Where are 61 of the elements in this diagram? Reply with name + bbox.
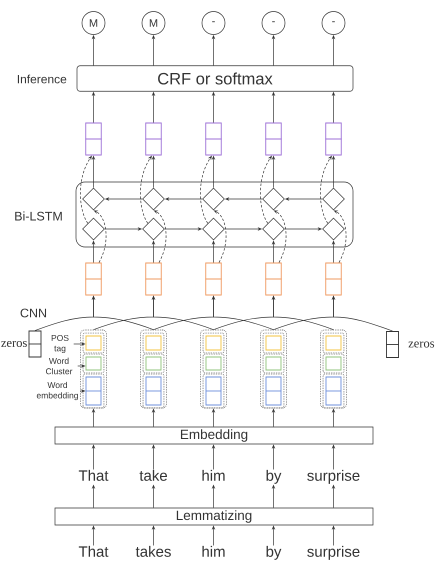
feature-box [82, 374, 104, 408]
word-label: surprise [307, 470, 360, 484]
vector-box [84, 122, 102, 156]
feature-label: Word embedding [36, 382, 78, 400]
box-label: zeros [1, 341, 27, 347]
diamond-node [142, 188, 165, 210]
diamond-node [202, 218, 225, 240]
feature-box [202, 354, 224, 374]
word-label: him [202, 470, 225, 481]
dotted-group-box [260, 330, 287, 408]
word-label: by [266, 546, 282, 560]
word-label: take [140, 470, 167, 481]
feature-box [142, 354, 164, 374]
diamond-node [262, 188, 285, 210]
vector-box [204, 262, 222, 296]
vector-box [204, 122, 222, 156]
feature-box [142, 332, 164, 354]
word-label: That [78, 470, 108, 481]
layer-label: Bi-LSTM [15, 211, 62, 221]
vector-box [84, 262, 102, 296]
feature-box [322, 374, 344, 408]
layer-box: Embedding [54, 426, 374, 444]
layer-label: CNN [20, 308, 46, 318]
feature-label: Word Cluster [46, 358, 72, 374]
layer-box: CRF or softmax [76, 65, 354, 92]
diamond-node [322, 218, 345, 240]
vector-box [144, 262, 162, 296]
dotted-group-box [140, 330, 167, 408]
diamond-node [322, 188, 345, 210]
vector-box [324, 122, 342, 156]
dotted-group-box [80, 330, 107, 408]
word-label: by [266, 470, 282, 484]
word-label: him [202, 546, 225, 557]
feature-box [262, 354, 284, 374]
diamond-node [82, 188, 105, 210]
layer-label: Inference [18, 74, 66, 84]
feature-box [202, 374, 224, 408]
diamond-node [82, 218, 105, 240]
dotted-group-box [320, 330, 347, 408]
vector-box [144, 122, 162, 156]
box-label: zeros [408, 342, 434, 348]
feature-box [262, 332, 284, 354]
vector-box [324, 262, 342, 296]
diamond-node [142, 218, 165, 240]
feature-box [202, 332, 224, 354]
feature-box [82, 354, 104, 374]
feature-box [322, 354, 344, 374]
word-label: That [78, 546, 108, 557]
word-label: surprise [307, 546, 360, 560]
word-label: takes [136, 546, 171, 557]
feature-box [322, 332, 344, 354]
dotted-group-box [200, 330, 227, 408]
vector-box [264, 262, 282, 296]
feature-box [142, 374, 164, 408]
feature-box [262, 374, 284, 408]
layer-box: Lemmatizing [54, 508, 374, 526]
diamond-node [262, 218, 285, 240]
vector-box [264, 122, 282, 156]
diamond-node [202, 188, 225, 210]
feature-label: POS tag [52, 334, 69, 354]
feature-box [82, 332, 104, 354]
